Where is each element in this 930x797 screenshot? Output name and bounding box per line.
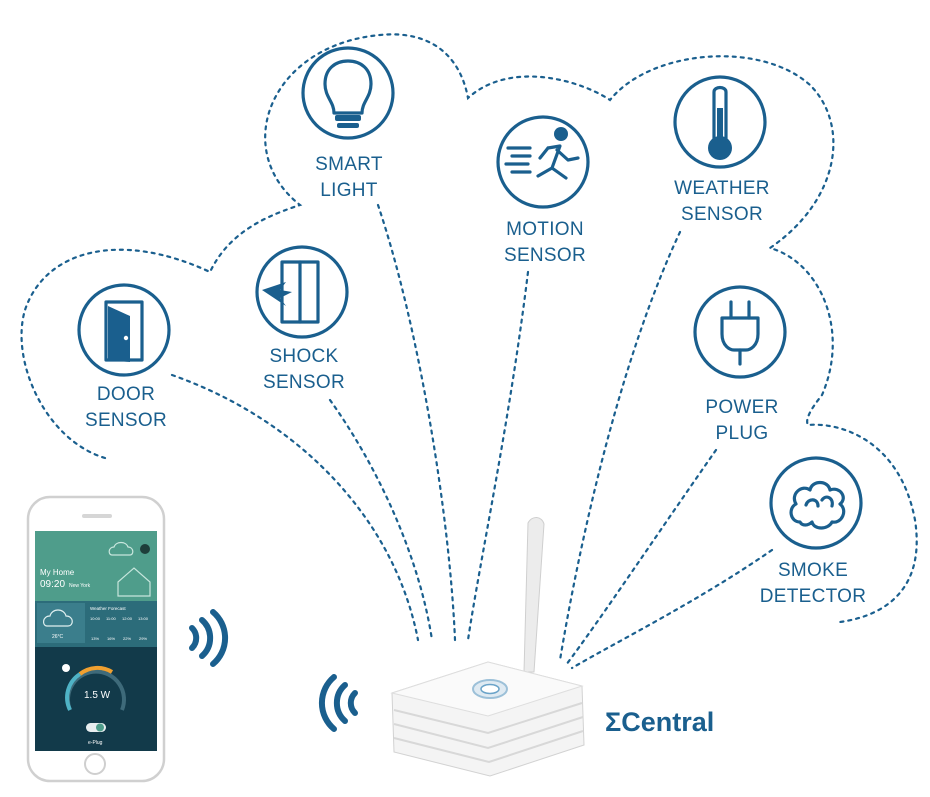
smart-light-label-2: LIGHT [320, 180, 378, 201]
hub-wifi-icon [318, 674, 358, 732]
fc-time-2: 12:00 [122, 616, 133, 621]
phone-home-title: My Home [40, 568, 75, 577]
line-smoke [570, 548, 774, 670]
connection-lines [170, 203, 774, 670]
smoke-label-1: SMOKE [778, 560, 848, 581]
shock-icon [255, 245, 349, 339]
lightbulb-icon [301, 46, 395, 140]
motion-label-1: MOTION [506, 219, 584, 240]
weather-label-2: SENSOR [681, 204, 763, 225]
phone-forecast-title: Weather Forecast [90, 606, 126, 611]
line-plug [564, 448, 718, 667]
weather-sensor-node: WEATHER SENSOR [673, 75, 770, 225]
smartphone: My Home 09:20 New York 26°C Weather Fore… [26, 495, 166, 783]
weather-label-1: WEATHER [674, 178, 770, 199]
home-button [84, 753, 106, 775]
hub-status-light [480, 683, 500, 695]
line-shock [328, 398, 434, 642]
door-label-1: DOOR [97, 384, 155, 405]
shock-sensor-node: SHOCK SENSOR [255, 245, 349, 393]
phone-time: 09:20 [40, 579, 65, 590]
smoke-detector-node: SMOKE DETECTOR [760, 456, 867, 607]
plug-icon [693, 285, 787, 379]
smart-light-label-1: SMART [315, 154, 383, 175]
door-sensor-node: DOOR SENSOR [77, 283, 171, 431]
brand-name: ΣCentral [605, 707, 714, 737]
line-light [376, 203, 457, 642]
fc-val-0: 13% [91, 636, 99, 641]
smoke-label-2: DETECTOR [760, 586, 867, 607]
plug-label-2: PLUG [716, 423, 769, 444]
plug-label-1: POWER [705, 397, 778, 418]
fc-val-3: 29% [139, 636, 147, 641]
fc-val-2: 22% [123, 636, 131, 641]
shock-label-1: SHOCK [269, 346, 338, 367]
phone-wifi-icon [189, 609, 229, 667]
motion-label-2: SENSOR [504, 245, 586, 266]
running-person-icon [496, 115, 590, 209]
phone-temp: 26°C [52, 634, 64, 640]
fc-time-3: 13:00 [138, 616, 149, 621]
smart-light-node: SMART LIGHT [301, 46, 395, 201]
fc-time-0: 10:00 [90, 616, 101, 621]
central-hub [390, 517, 585, 777]
shock-label-2: SENSOR [263, 372, 345, 393]
phone-power: 1.5 W [84, 690, 111, 701]
line-door [170, 373, 420, 642]
line-weather [558, 230, 682, 662]
phone-city: New York [69, 583, 91, 589]
line-motion [466, 270, 530, 642]
phone-device: e-Plug [88, 740, 103, 746]
power-plug-node: POWER PLUG [693, 285, 787, 444]
motion-sensor-node: MOTION SENSOR [496, 115, 590, 266]
fc-val-1: 16% [107, 636, 115, 641]
door-label-2: SENSOR [85, 410, 167, 431]
cloud-outline [20, 33, 918, 624]
fc-time-1: 11:00 [106, 616, 116, 621]
